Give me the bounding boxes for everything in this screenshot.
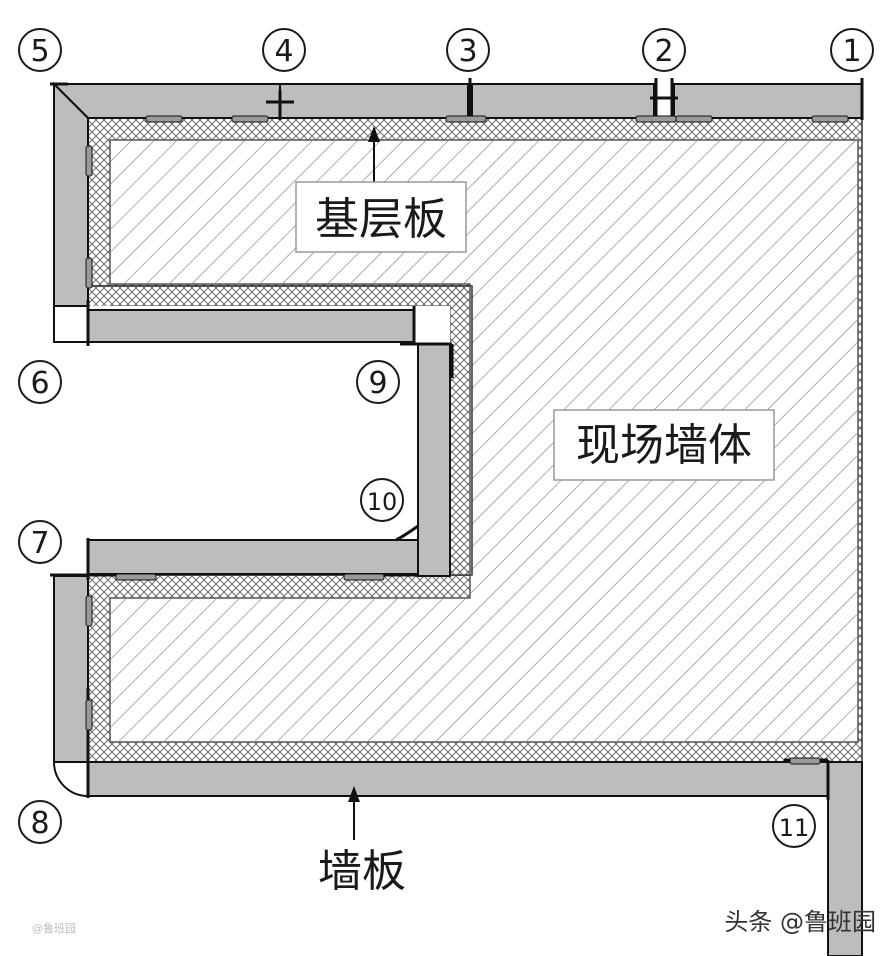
marker-9: 9 <box>356 360 400 404</box>
fastener-clip <box>445 115 487 123</box>
svg-text:9: 9 <box>368 366 387 401</box>
svg-text:4: 4 <box>274 34 293 69</box>
base-board-label: 基层板 <box>315 194 447 245</box>
bottom-panel <box>87 761 829 797</box>
fastener-clip <box>85 145 93 177</box>
corner-6-block <box>53 305 89 343</box>
notch-cavity <box>88 306 450 556</box>
svg-text:7: 7 <box>30 526 49 561</box>
fastener-clip <box>675 115 713 123</box>
fastener-clip <box>811 115 849 123</box>
marker-4: 4 <box>262 28 306 72</box>
svg-text:11: 11 <box>779 814 810 842</box>
base-board-label-box <box>295 181 467 253</box>
notch-cross-band <box>88 286 472 306</box>
fastener-clip <box>85 257 93 289</box>
fastener-clip <box>231 115 269 123</box>
faint-watermark: @鲁班园 <box>32 921 76 935</box>
marker-2: 2 <box>642 28 686 72</box>
marker-10: 10 <box>360 478 404 522</box>
fastener-clip <box>789 757 821 765</box>
svg-text:5: 5 <box>30 34 49 69</box>
marker-11: 11 <box>772 804 816 848</box>
fastener-clip <box>85 595 93 627</box>
marker-1: 1 <box>830 28 874 72</box>
top-panel-right <box>673 83 863 119</box>
fastener-clip <box>115 573 157 581</box>
marker-5: 5 <box>18 28 62 72</box>
left-top-panel <box>53 81 89 307</box>
svg-text:1: 1 <box>842 34 861 69</box>
joint-10-arc <box>395 524 419 542</box>
wall-panel-arrow-head <box>348 786 360 802</box>
site-wall-label: 现场墙体 <box>576 420 752 471</box>
notch-lower-panel <box>87 539 419 575</box>
fastener-clip <box>85 699 93 731</box>
svg-text:6: 6 <box>30 366 49 401</box>
wall-panel-label: 墙板 <box>318 846 406 897</box>
svg-text:2: 2 <box>654 34 673 69</box>
fastener-clip <box>145 115 183 123</box>
notch-vertical-panel <box>417 343 451 577</box>
corner-8-round <box>52 761 89 798</box>
svg-text:8: 8 <box>30 806 49 841</box>
base-board-arrow-head <box>368 126 380 142</box>
marker-3: 3 <box>446 28 490 72</box>
site-wall-label-box <box>553 409 775 481</box>
marker-7: 7 <box>18 520 62 564</box>
watermark: 头条 @鲁班园 <box>724 908 876 936</box>
fastener-clip <box>343 573 385 581</box>
marker-6: 6 <box>18 360 62 404</box>
marker-8: 8 <box>18 800 62 844</box>
left-lower-panel <box>53 575 89 763</box>
svg-text:10: 10 <box>367 488 398 516</box>
svg-text:3: 3 <box>458 34 477 69</box>
site-wall-hatch <box>110 140 858 742</box>
top-panel-mid-left <box>279 83 469 119</box>
right-bottom-panel <box>827 761 863 956</box>
notch-cross-band-vertical <box>450 286 472 575</box>
notch-upper-panel <box>87 309 415 343</box>
top-panel-left <box>51 83 281 119</box>
top-panel-mid-right <box>471 83 655 119</box>
fastener-clip <box>635 115 677 123</box>
